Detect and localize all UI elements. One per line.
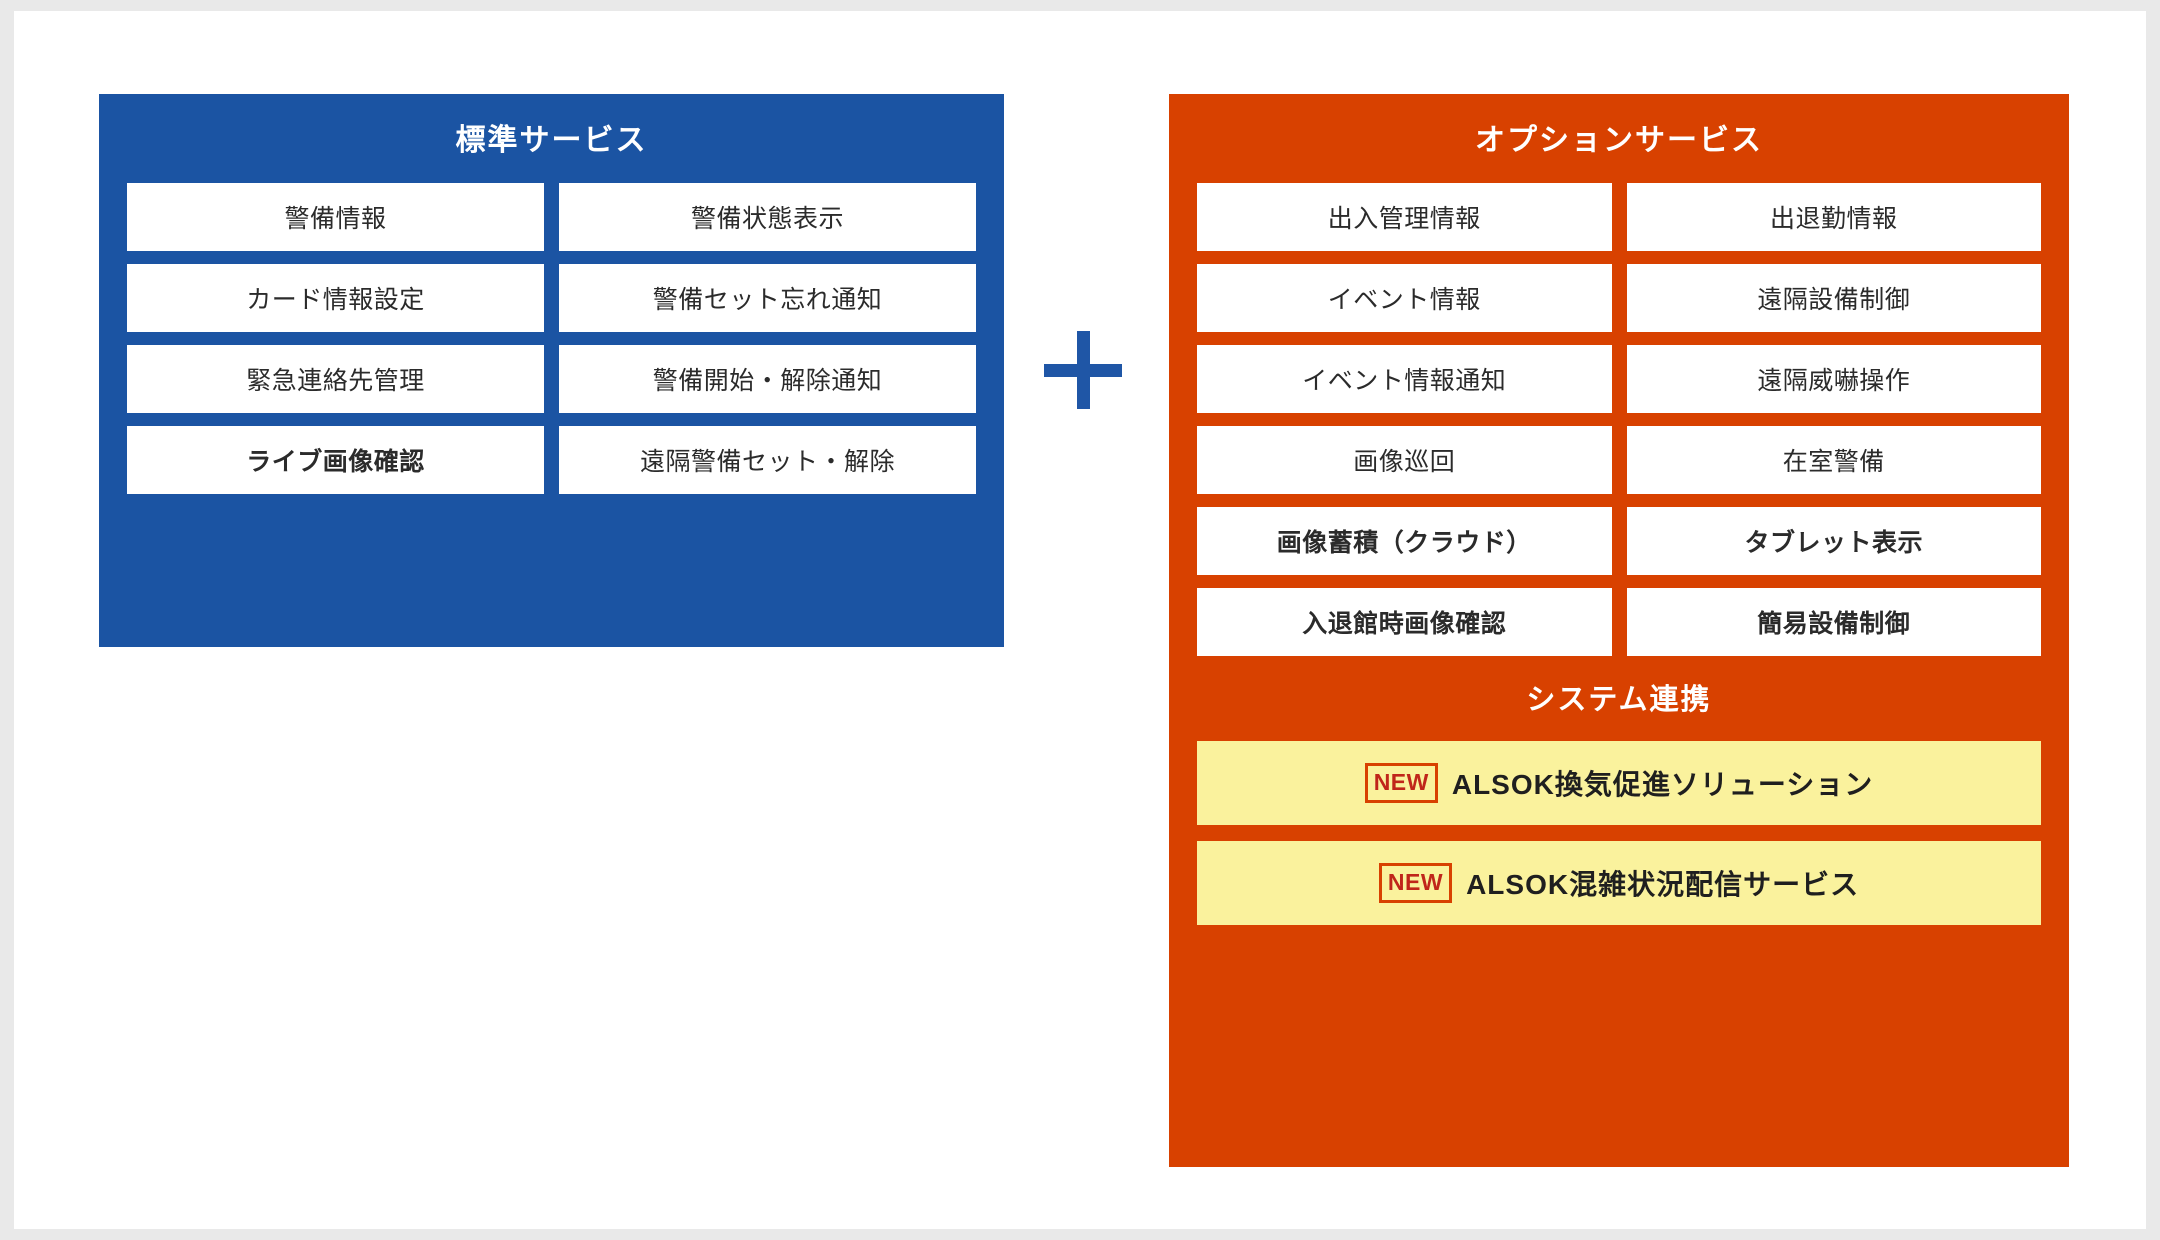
system-link-label: ALSOK換気促進ソリューション [1451,769,1874,800]
service-cell[interactable]: 警備開始・解除通知 [559,345,976,413]
service-cell[interactable]: 遠隔設備制御 [1626,264,2041,332]
service-cell[interactable]: 簡易設備制御 [1626,588,2041,656]
service-cell[interactable]: 入退館時画像確認 [1197,588,1612,656]
service-cell[interactable]: イベント情報通知 [1197,345,1612,413]
service-cell[interactable]: 遠隔威嚇操作 [1626,345,2041,413]
standard-service-title: 標準サービス [455,124,648,157]
service-cell[interactable]: 警備状態表示 [559,183,976,251]
service-cell[interactable]: 画像巡回 [1197,426,1612,494]
service-cell[interactable]: 画像蓄積（クラウド） [1197,507,1612,575]
service-cell[interactable]: 遠隔警備セット・解除 [559,426,976,494]
service-cell[interactable]: イベント情報 [1197,264,1612,332]
service-cell[interactable]: 出退勤情報 [1626,183,2041,251]
option-service-panel: オプションサービス 出入管理情報 出退勤情報 イベント情報 遠隔設備制御 イベン… [1169,94,2069,1167]
system-link-item[interactable]: NEW ALSOK換気促進ソリューション [1197,741,2041,825]
service-cell[interactable]: 警備セット忘れ通知 [559,264,976,332]
system-link-list: NEW ALSOK換気促進ソリューション NEW ALSOK混雑状況配信サービス [1197,741,2041,925]
new-badge: NEW [1378,863,1453,903]
service-cell[interactable]: 出入管理情報 [1197,183,1612,251]
service-cell[interactable]: ライブ画像確認 [127,426,544,494]
system-link-title: システム連携 [1526,684,1712,716]
service-cell[interactable]: 緊急連絡先管理 [127,345,544,413]
service-cell[interactable]: 警備情報 [127,183,544,251]
option-service-title: オプションサービス [1475,124,1763,157]
system-link-label: ALSOK混雑状況配信サービス [1466,869,1860,900]
diagram-sheet: 標準サービス 警備情報 警備状態表示 カード情報設定 警備セット忘れ通知 緊急連… [14,11,2146,1229]
service-cell[interactable]: カード情報設定 [127,264,544,332]
plus-icon [1044,331,1122,409]
standard-service-panel: 標準サービス 警備情報 警備状態表示 カード情報設定 警備セット忘れ通知 緊急連… [99,94,1004,647]
plus-icon-vertical-bar [1077,331,1090,409]
new-badge: NEW [1364,763,1438,803]
option-service-grid: 出入管理情報 出退勤情報 イベント情報 遠隔設備制御 イベント情報通知 遠隔威嚇… [1197,183,2041,656]
standard-service-grid: 警備情報 警備状態表示 カード情報設定 警備セット忘れ通知 緊急連絡先管理 警備… [127,183,976,494]
system-link-item[interactable]: NEW ALSOK混雑状況配信サービス [1197,841,2041,925]
service-cell[interactable]: タブレット表示 [1626,507,2041,575]
service-cell[interactable]: 在室警備 [1626,426,2041,494]
